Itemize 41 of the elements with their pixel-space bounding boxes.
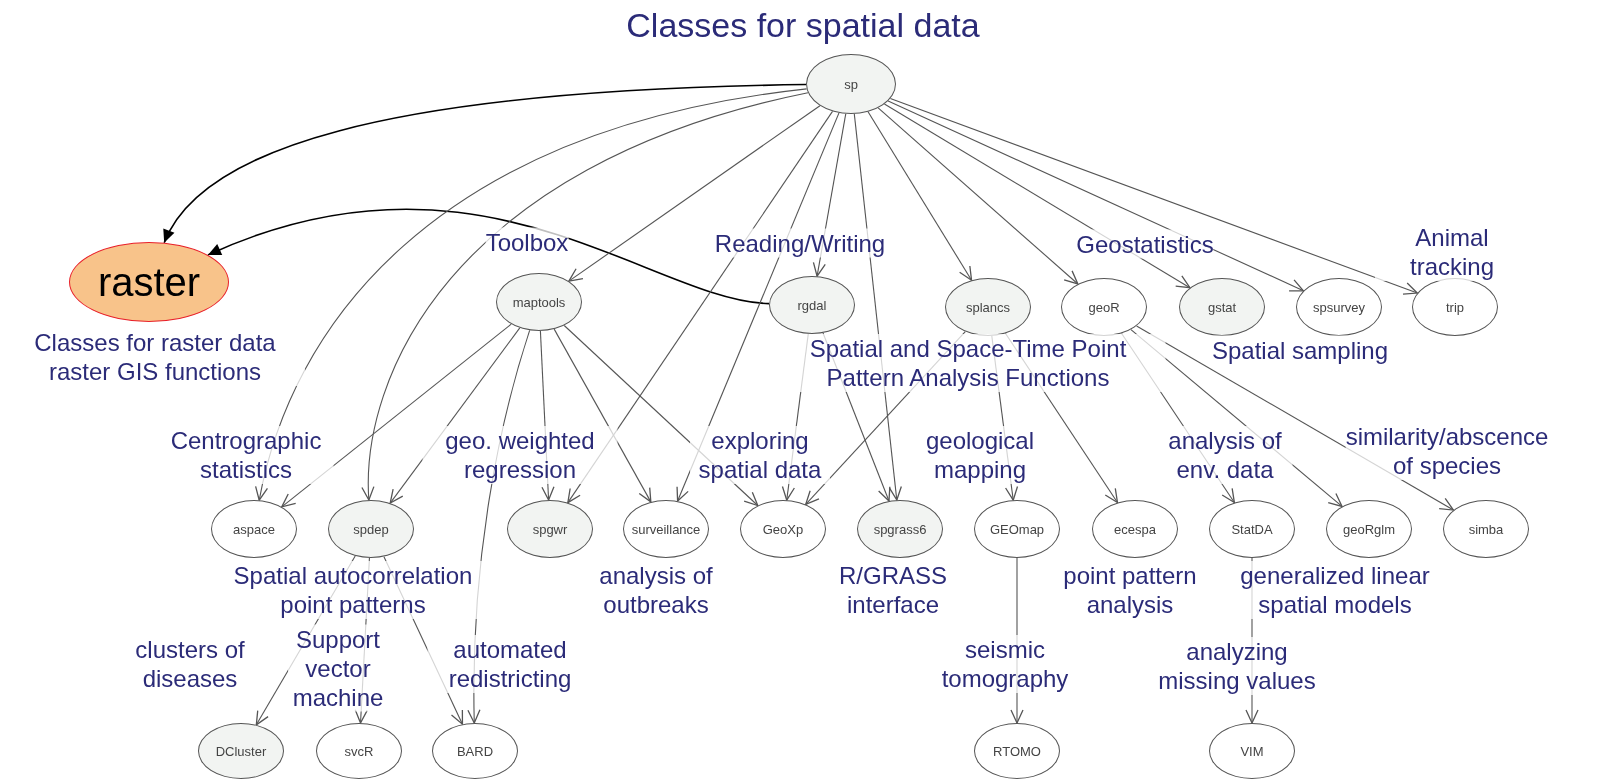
package-name: VIM [1240, 743, 1264, 759]
package-name: aspace [233, 521, 275, 537]
package-name: spgwr [532, 521, 568, 537]
package-name: StatDA [1231, 521, 1273, 537]
package-name: RTOMO [993, 743, 1041, 759]
package-name: spsurvey [1313, 299, 1365, 315]
package-name: gstat [1207, 299, 1237, 315]
arrow [568, 105, 821, 282]
package-name: GeoXp [762, 521, 804, 537]
package-name: BARD [456, 743, 494, 759]
arrow [281, 323, 512, 508]
arrow [362, 92, 809, 501]
package-ellipse [496, 273, 582, 331]
package-name: raster [97, 260, 201, 304]
arrow [255, 88, 808, 501]
package-name: spgrass6 [873, 521, 927, 537]
package-name: geoR [1088, 299, 1120, 315]
package-name: svcR [344, 743, 374, 759]
description-label: Reading/Writing [714, 228, 886, 258]
package-ellipse [1061, 278, 1147, 336]
package-name: splancs [965, 299, 1011, 315]
arrow [207, 208, 770, 305]
package-name: ecespa [1114, 521, 1156, 537]
package-name: trip [1445, 299, 1465, 315]
package-name: surveillance [631, 521, 701, 537]
arrow [163, 83, 807, 244]
package-name: DCluster [215, 743, 267, 759]
package-name: simba [1468, 521, 1504, 537]
diagram-title: Classes for spatial data [625, 5, 981, 46]
arrow [877, 107, 1079, 285]
package-name: maptools [512, 294, 566, 310]
package-name: rgdal [797, 297, 827, 313]
package-name: spdep [353, 521, 389, 537]
arrow [867, 111, 973, 281]
description-label: Geostatistics [1076, 229, 1214, 259]
package-name: GEOmap [989, 521, 1045, 537]
description-label: exploring spatial data [690, 426, 830, 484]
package-name: geoRglm [1343, 521, 1395, 537]
description-label: geo. weighted regression [422, 426, 618, 484]
arrow [889, 98, 1418, 295]
package-name: sp [844, 76, 858, 92]
